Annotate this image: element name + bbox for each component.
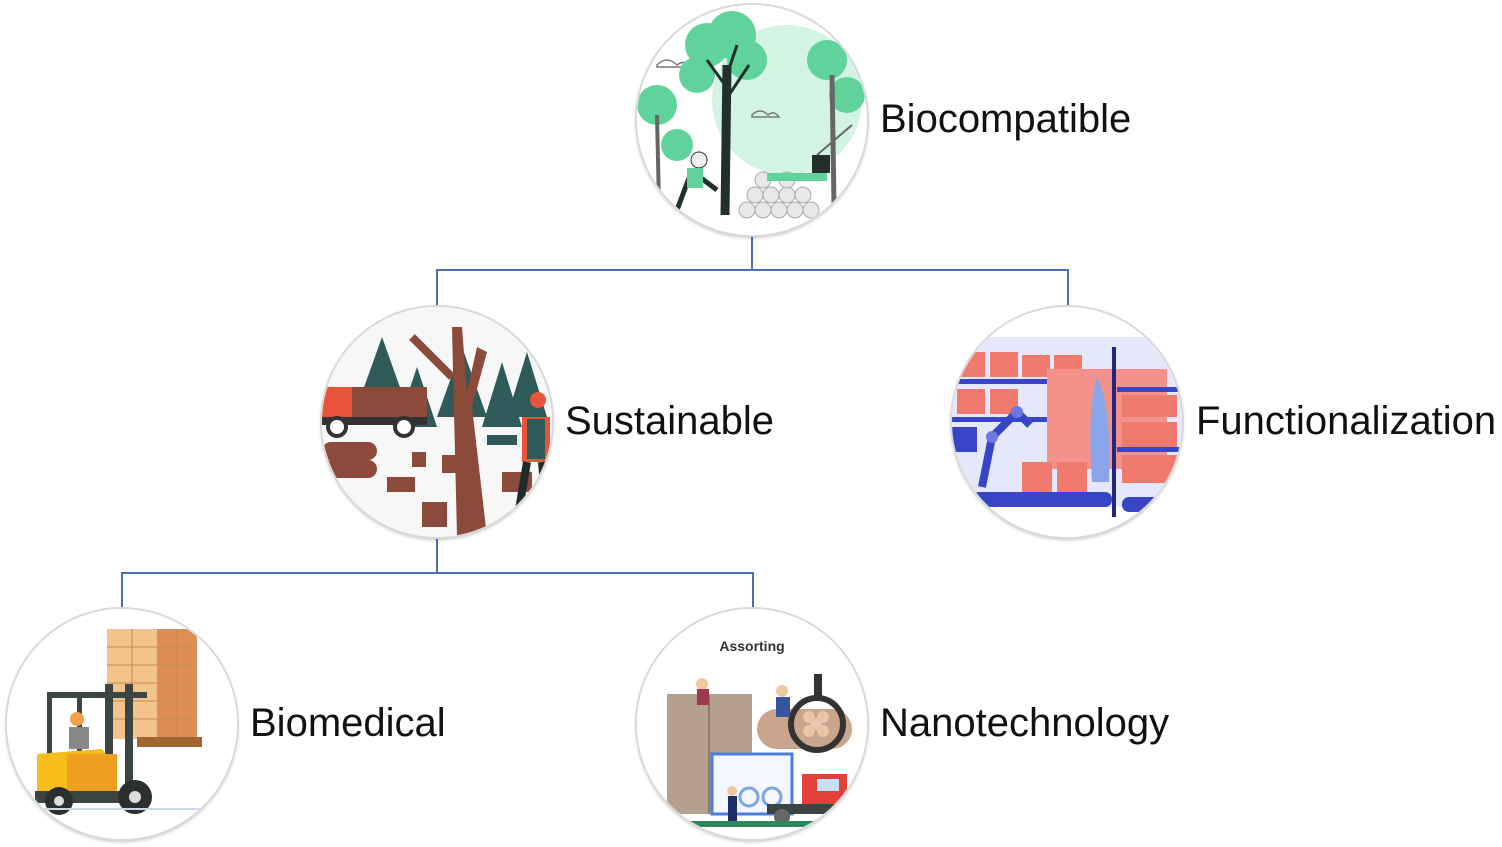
connector-sustainable-down xyxy=(436,537,438,574)
node-biomedical-label: Biomedical xyxy=(250,701,446,745)
log-assorting-illustration: Assorting xyxy=(637,609,867,839)
node-nanotechnology-illustration: Assorting xyxy=(637,609,867,839)
node-biomedical-illustration xyxy=(7,609,237,839)
connector-level1-horizontal xyxy=(436,269,1069,271)
connector-to-sustainable xyxy=(436,269,438,307)
node-biocompatible-label: Biocompatible xyxy=(880,97,1132,141)
illustration-caption: Assorting xyxy=(719,638,784,654)
node-nanotechnology-label: Nanotechnology xyxy=(880,701,1170,745)
node-sustainable-illustration xyxy=(322,307,552,537)
connector-to-nanotechnology xyxy=(752,572,754,610)
node-functionalization-label: Functionalization xyxy=(1196,399,1497,443)
connector-biocompatible-down xyxy=(751,235,753,271)
connector-to-functionalization xyxy=(1067,269,1069,307)
node-biocompatible-illustration xyxy=(637,5,867,235)
warehouse-robot-illustration xyxy=(952,307,1182,537)
connector-level2-horizontal xyxy=(121,572,754,574)
forest-logging-illustration xyxy=(637,5,867,235)
forklift-illustration xyxy=(7,609,237,839)
logger-cutting-tree-illustration xyxy=(322,307,552,537)
node-functionalization-illustration xyxy=(952,307,1182,537)
connector-to-biomedical xyxy=(121,572,123,610)
node-sustainable-label: Sustainable xyxy=(565,399,775,443)
